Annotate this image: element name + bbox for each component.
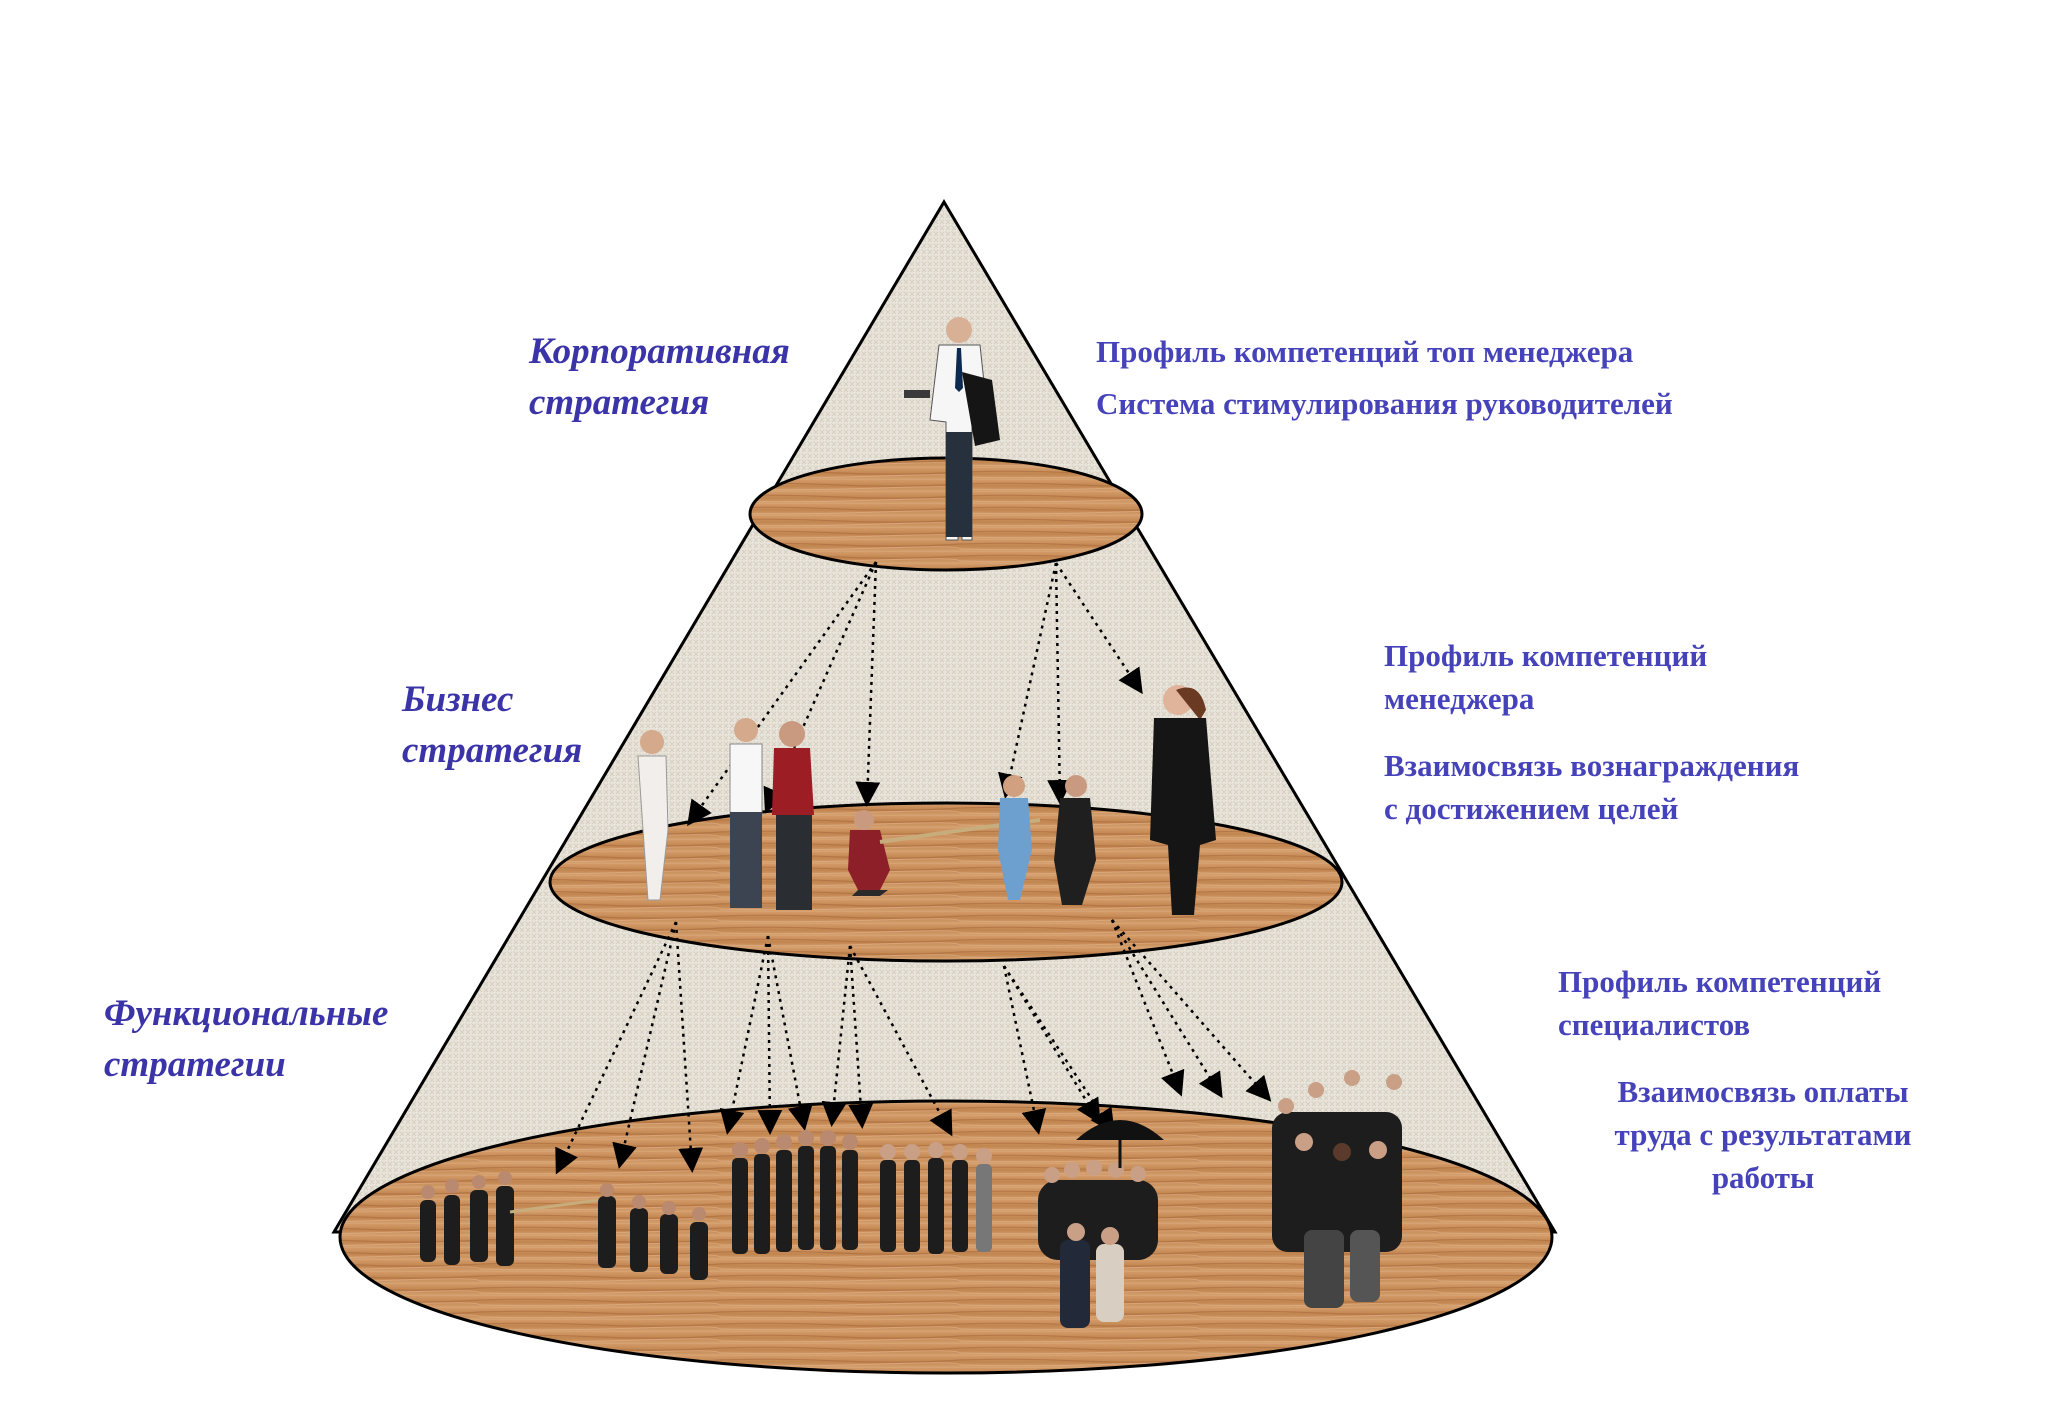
level-label-corporate: Корпоративная стратегия: [529, 326, 790, 428]
note-line: Профиль компетенций: [1558, 964, 1882, 999]
note-manager-competency-profile: Профиль компетенций менеджера: [1384, 634, 1707, 720]
level-label-business: Бизнес стратегия: [402, 674, 582, 776]
note-line: специалистов: [1558, 1007, 1751, 1042]
level-label-line: Функциональные: [104, 993, 389, 1034]
umbrella-icon: [1076, 1120, 1164, 1168]
note-line: Профиль компетенций топ менеджера: [1096, 334, 1634, 369]
level-label-line: стратегии: [104, 1044, 286, 1085]
note-specialist-competency-profile: Профиль компетенций специалистов: [1558, 960, 1881, 1046]
note-line: работы: [1711, 1160, 1815, 1195]
bottom-level-floor: [338, 1099, 1554, 1375]
arrows-middle-to-bottom: [555, 919, 1272, 1175]
note-line: менеджера: [1384, 681, 1535, 716]
level-label-line: Бизнес: [402, 679, 514, 720]
person-figure-icon: [904, 317, 1000, 541]
group-of-people-icon: [420, 1070, 1402, 1328]
note-line: Взаимосвязь вознаграждения: [1384, 748, 1800, 783]
note-reward-goal-link: Взаимосвязь вознаграждения с достижением…: [1384, 744, 1799, 830]
level-label-line: Корпоративная: [529, 331, 790, 372]
level-label-line: стратегия: [402, 730, 583, 771]
note-pay-results-link: Взаимосвязь оплаты труда с результатами …: [1578, 1070, 1948, 1199]
note-line: Система стимулирования руководителей: [1096, 386, 1673, 421]
group-of-people-icon: [637, 685, 1216, 915]
note-line: Профиль компетенций: [1384, 638, 1708, 673]
level-label-line: стратегия: [529, 382, 710, 423]
note-line: Взаимосвязь оплаты: [1617, 1074, 1909, 1109]
level-label-functional: Функциональные стратегии: [104, 988, 388, 1090]
note-top-incentive-system: Система стимулирования руководителей: [1096, 382, 1673, 425]
note-top-competency-profile: Профиль компетенций топ менеджера: [1096, 330, 1633, 373]
note-line: труда с результатами: [1614, 1117, 1912, 1152]
note-line: с достижением целей: [1384, 791, 1679, 826]
